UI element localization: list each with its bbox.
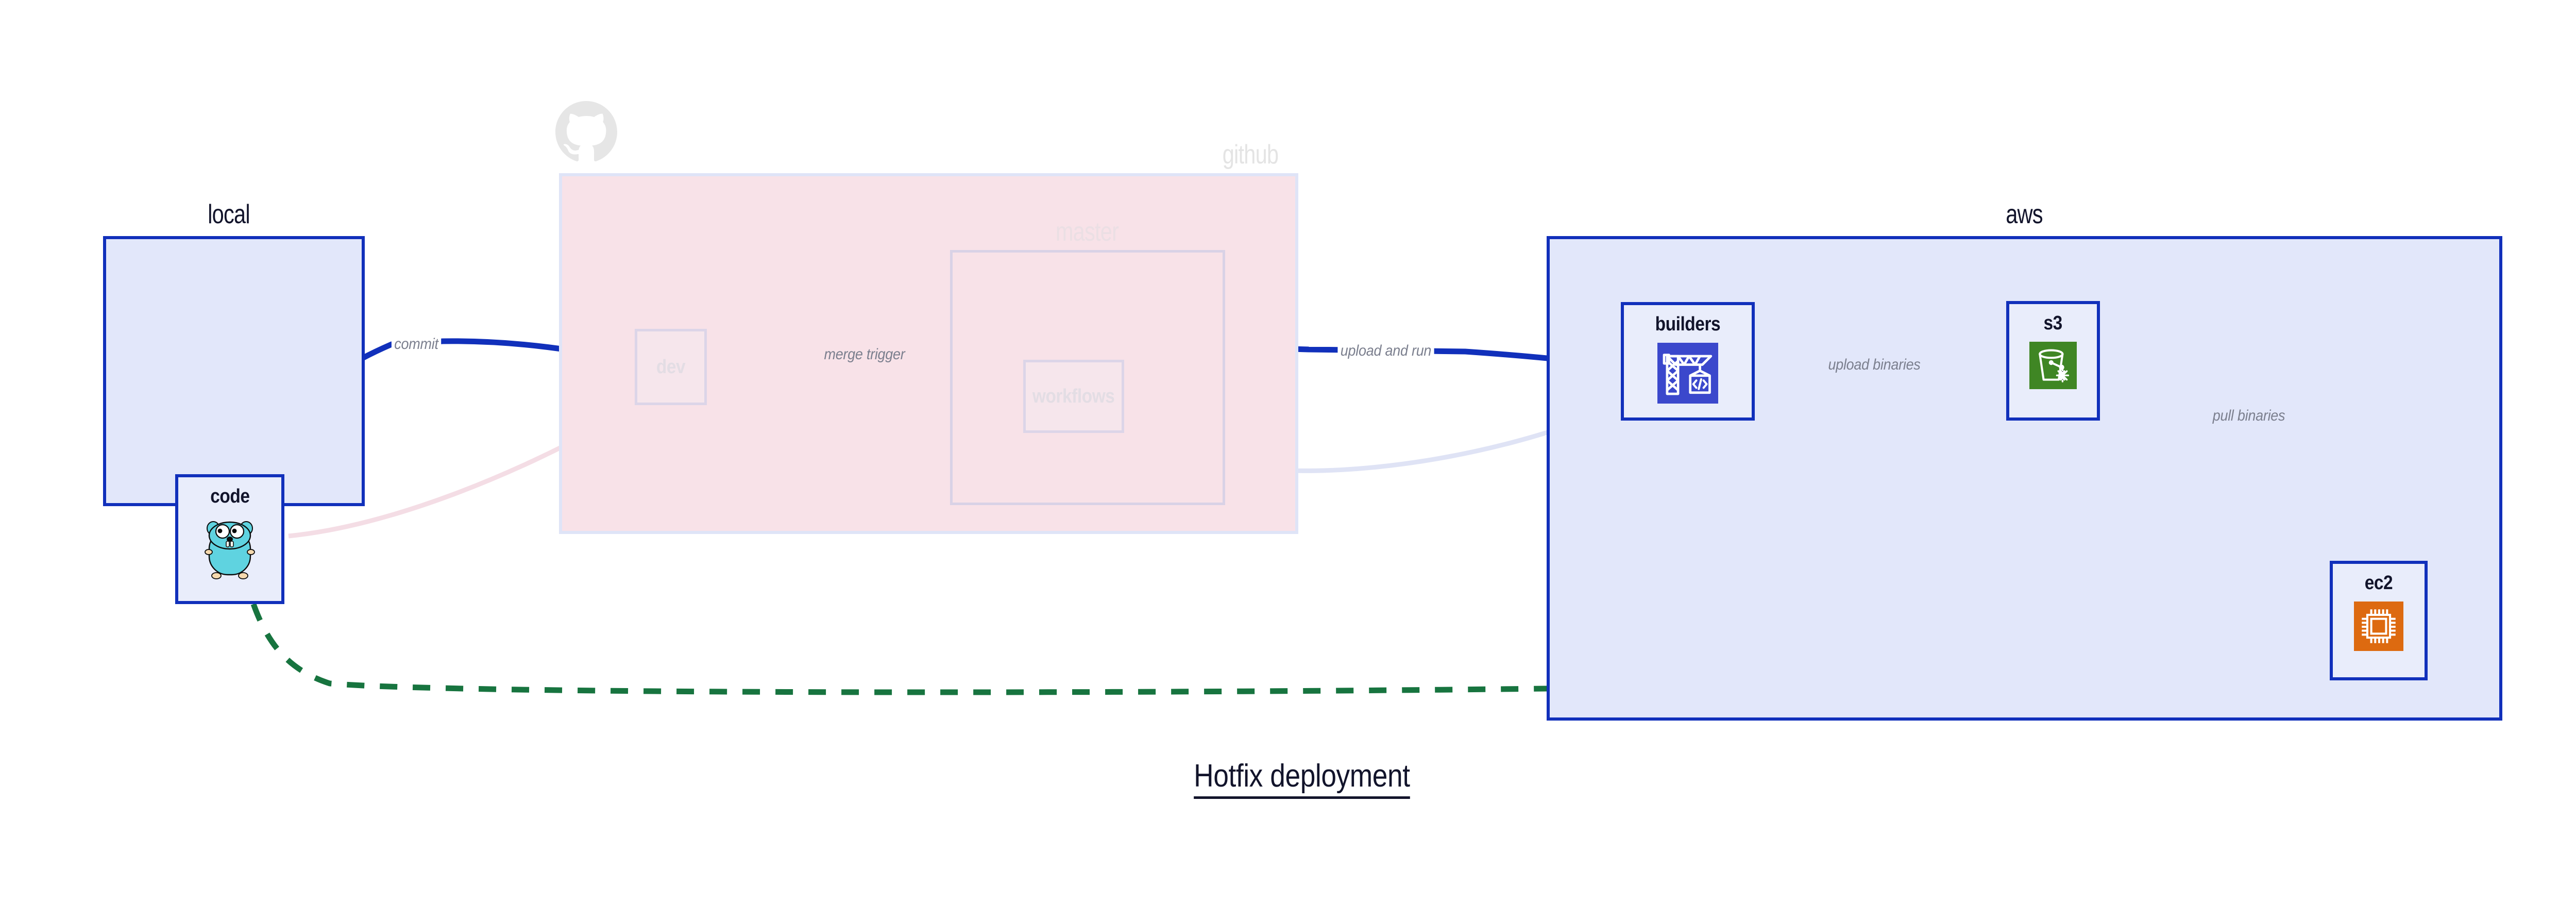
edge-label-upload-binaries: upload binaries [1825, 356, 1923, 374]
diagram-title: Hotfix deployment [0, 758, 2576, 799]
node-code-label: code [210, 486, 250, 507]
node-dev[interactable]: dev [635, 329, 707, 405]
cluster-label-github: github [1222, 140, 1279, 170]
cluster-label-local: local [208, 199, 250, 229]
node-workflows[interactable]: workflows [1023, 360, 1124, 433]
go-gopher-icon [202, 515, 258, 584]
s3-bucket-icon [2029, 342, 2077, 392]
node-code[interactable]: code [175, 474, 284, 604]
edge-label-commit: commit [391, 336, 442, 353]
node-ec2-label: ec2 [2364, 572, 2393, 594]
node-ec2[interactable]: ec2 [2330, 561, 2428, 680]
edge-label-upload-and-run: upload and run [1337, 342, 1434, 360]
codebuild-crane-icon [1657, 343, 1718, 406]
cluster-label-master: master [1055, 217, 1119, 247]
edge-label-pull-binaries: pull binaries [2210, 407, 2288, 425]
node-dev-label: dev [656, 356, 686, 378]
node-builders-label: builders [1655, 313, 1721, 335]
node-workflows-label: workflows [1032, 385, 1115, 407]
cluster-label-aws: aws [2006, 199, 2043, 229]
cluster-local [103, 236, 365, 506]
node-s3[interactable]: s3 [2006, 301, 2100, 421]
diagram-title-text: Hotfix deployment [1194, 758, 1410, 799]
cluster-master [950, 250, 1225, 505]
ec2-chip-icon [2354, 602, 2403, 654]
edge-label-merge-trigger: merge trigger [821, 346, 908, 363]
node-s3-label: s3 [2043, 312, 2063, 334]
github-octocat-icon [555, 101, 617, 163]
node-builders[interactable]: builders [1621, 302, 1755, 421]
